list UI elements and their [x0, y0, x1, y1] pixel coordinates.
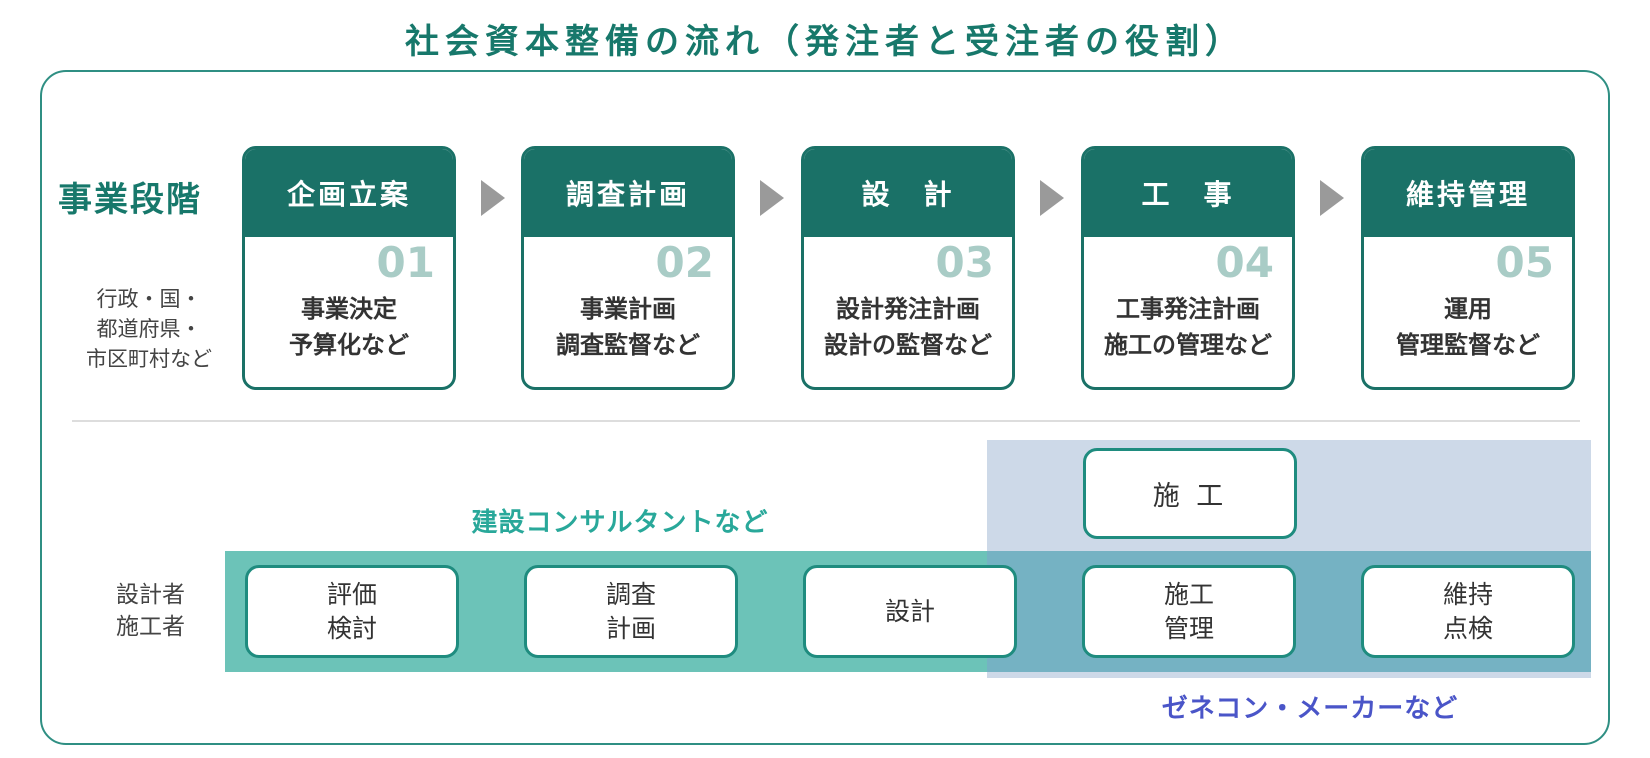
role-box-line: 検討 [326, 613, 377, 643]
role-box-line: 施工 [1163, 579, 1214, 609]
role-box-line: 点検 [1442, 613, 1493, 643]
stage-card-description: 事業決定 予算化など [245, 291, 453, 363]
stage-card-title: 企画立案 [245, 149, 453, 237]
designer-builder-label-line: 設計者 [116, 582, 185, 608]
role-box-line: 設計 [884, 596, 935, 626]
role-box-line: 維持 [1442, 579, 1493, 609]
stage-card-number: 03 [935, 238, 994, 287]
stage-card-description: 運用 管理監督など [1364, 291, 1572, 363]
stage-card-title: 維持管理 [1364, 149, 1572, 237]
arrow-right-icon [760, 180, 784, 216]
stage-card-description-line: 施工の管理など [1104, 331, 1272, 359]
stage-card-maintenance: 維持管理 05 運用 管理監督など [1361, 146, 1575, 390]
stage-card-survey: 調査計画 02 事業計画 調査監督など [521, 146, 735, 390]
stage-heading: 事業段階 [58, 180, 202, 220]
stage-card-description-line: 管理監督など [1396, 331, 1540, 359]
arrow-right-icon [481, 180, 505, 216]
role-box-line: 管理 [1163, 613, 1214, 643]
stage-card-description-line: 調査監督など [556, 331, 700, 359]
diagram-frame [40, 70, 1610, 745]
stage-card-description: 事業計画 調査監督など [524, 291, 732, 363]
stage-card-title: 設 計 [804, 149, 1012, 237]
stage-card-description-line: 事業計画 [580, 295, 676, 323]
stage-card-description-line: 工事発注計画 [1116, 295, 1260, 323]
stage-card-description-line: 予算化など [289, 331, 409, 359]
administration-label-line: 都道府県・ [96, 317, 202, 341]
stage-card-description: 工事発注計画 施工の管理など [1084, 291, 1292, 363]
arrow-right-icon [1320, 180, 1344, 216]
stage-card-description-line: 事業決定 [301, 295, 397, 323]
diagram-title: 社会資本整備の流れ（発注者と受注者の役割） [405, 22, 1245, 62]
contractor-label: ゼネコン・メーカーなど [1161, 694, 1459, 724]
administration-label-line: 市区町村など [86, 347, 212, 371]
designer-builder-label: 設計者 施工者 [88, 579, 213, 643]
stage-card-description: 設計発注計画 設計の監督など [804, 291, 1012, 363]
consultant-label: 建設コンサルタントなど [471, 508, 769, 538]
role-box-line: 評価 [326, 579, 377, 609]
role-box-evaluation: 評価 検討 [245, 565, 459, 658]
designer-builder-label-line: 施工者 [116, 614, 185, 640]
stage-card-description-line: 設計の監督など [824, 331, 992, 359]
arrow-right-icon [1040, 180, 1064, 216]
stage-card-number: 04 [1215, 238, 1274, 287]
role-box-design: 設計 [803, 565, 1017, 658]
role-box-survey: 調査 計画 [524, 565, 738, 658]
stage-card-title: 調査計画 [524, 149, 732, 237]
construction-box: 施 工 [1083, 448, 1297, 539]
role-box-maintenance: 維持 点検 [1361, 565, 1575, 658]
stage-card-number: 05 [1495, 238, 1554, 287]
stage-card-description-line: 運用 [1444, 295, 1492, 323]
administration-label-line: 行政・国・ [96, 287, 202, 311]
section-divider [72, 420, 1580, 422]
role-box-line: 計画 [605, 613, 656, 643]
role-box-line: 調査 [605, 579, 656, 609]
role-box-construction-management: 施工 管理 [1082, 565, 1296, 658]
stage-card-number: 01 [376, 238, 435, 287]
stage-card-construction: 工 事 04 工事発注計画 施工の管理など [1081, 146, 1295, 390]
stage-card-design: 設 計 03 設計発注計画 設計の監督など [801, 146, 1015, 390]
stage-card-planning: 企画立案 01 事業決定 予算化など [242, 146, 456, 390]
stage-card-title: 工 事 [1084, 149, 1292, 237]
stage-card-number: 02 [655, 238, 714, 287]
administration-label: 行政・国・ 都道府県・ 市区町村など [60, 284, 238, 374]
stage-card-description-line: 設計発注計画 [836, 295, 980, 323]
